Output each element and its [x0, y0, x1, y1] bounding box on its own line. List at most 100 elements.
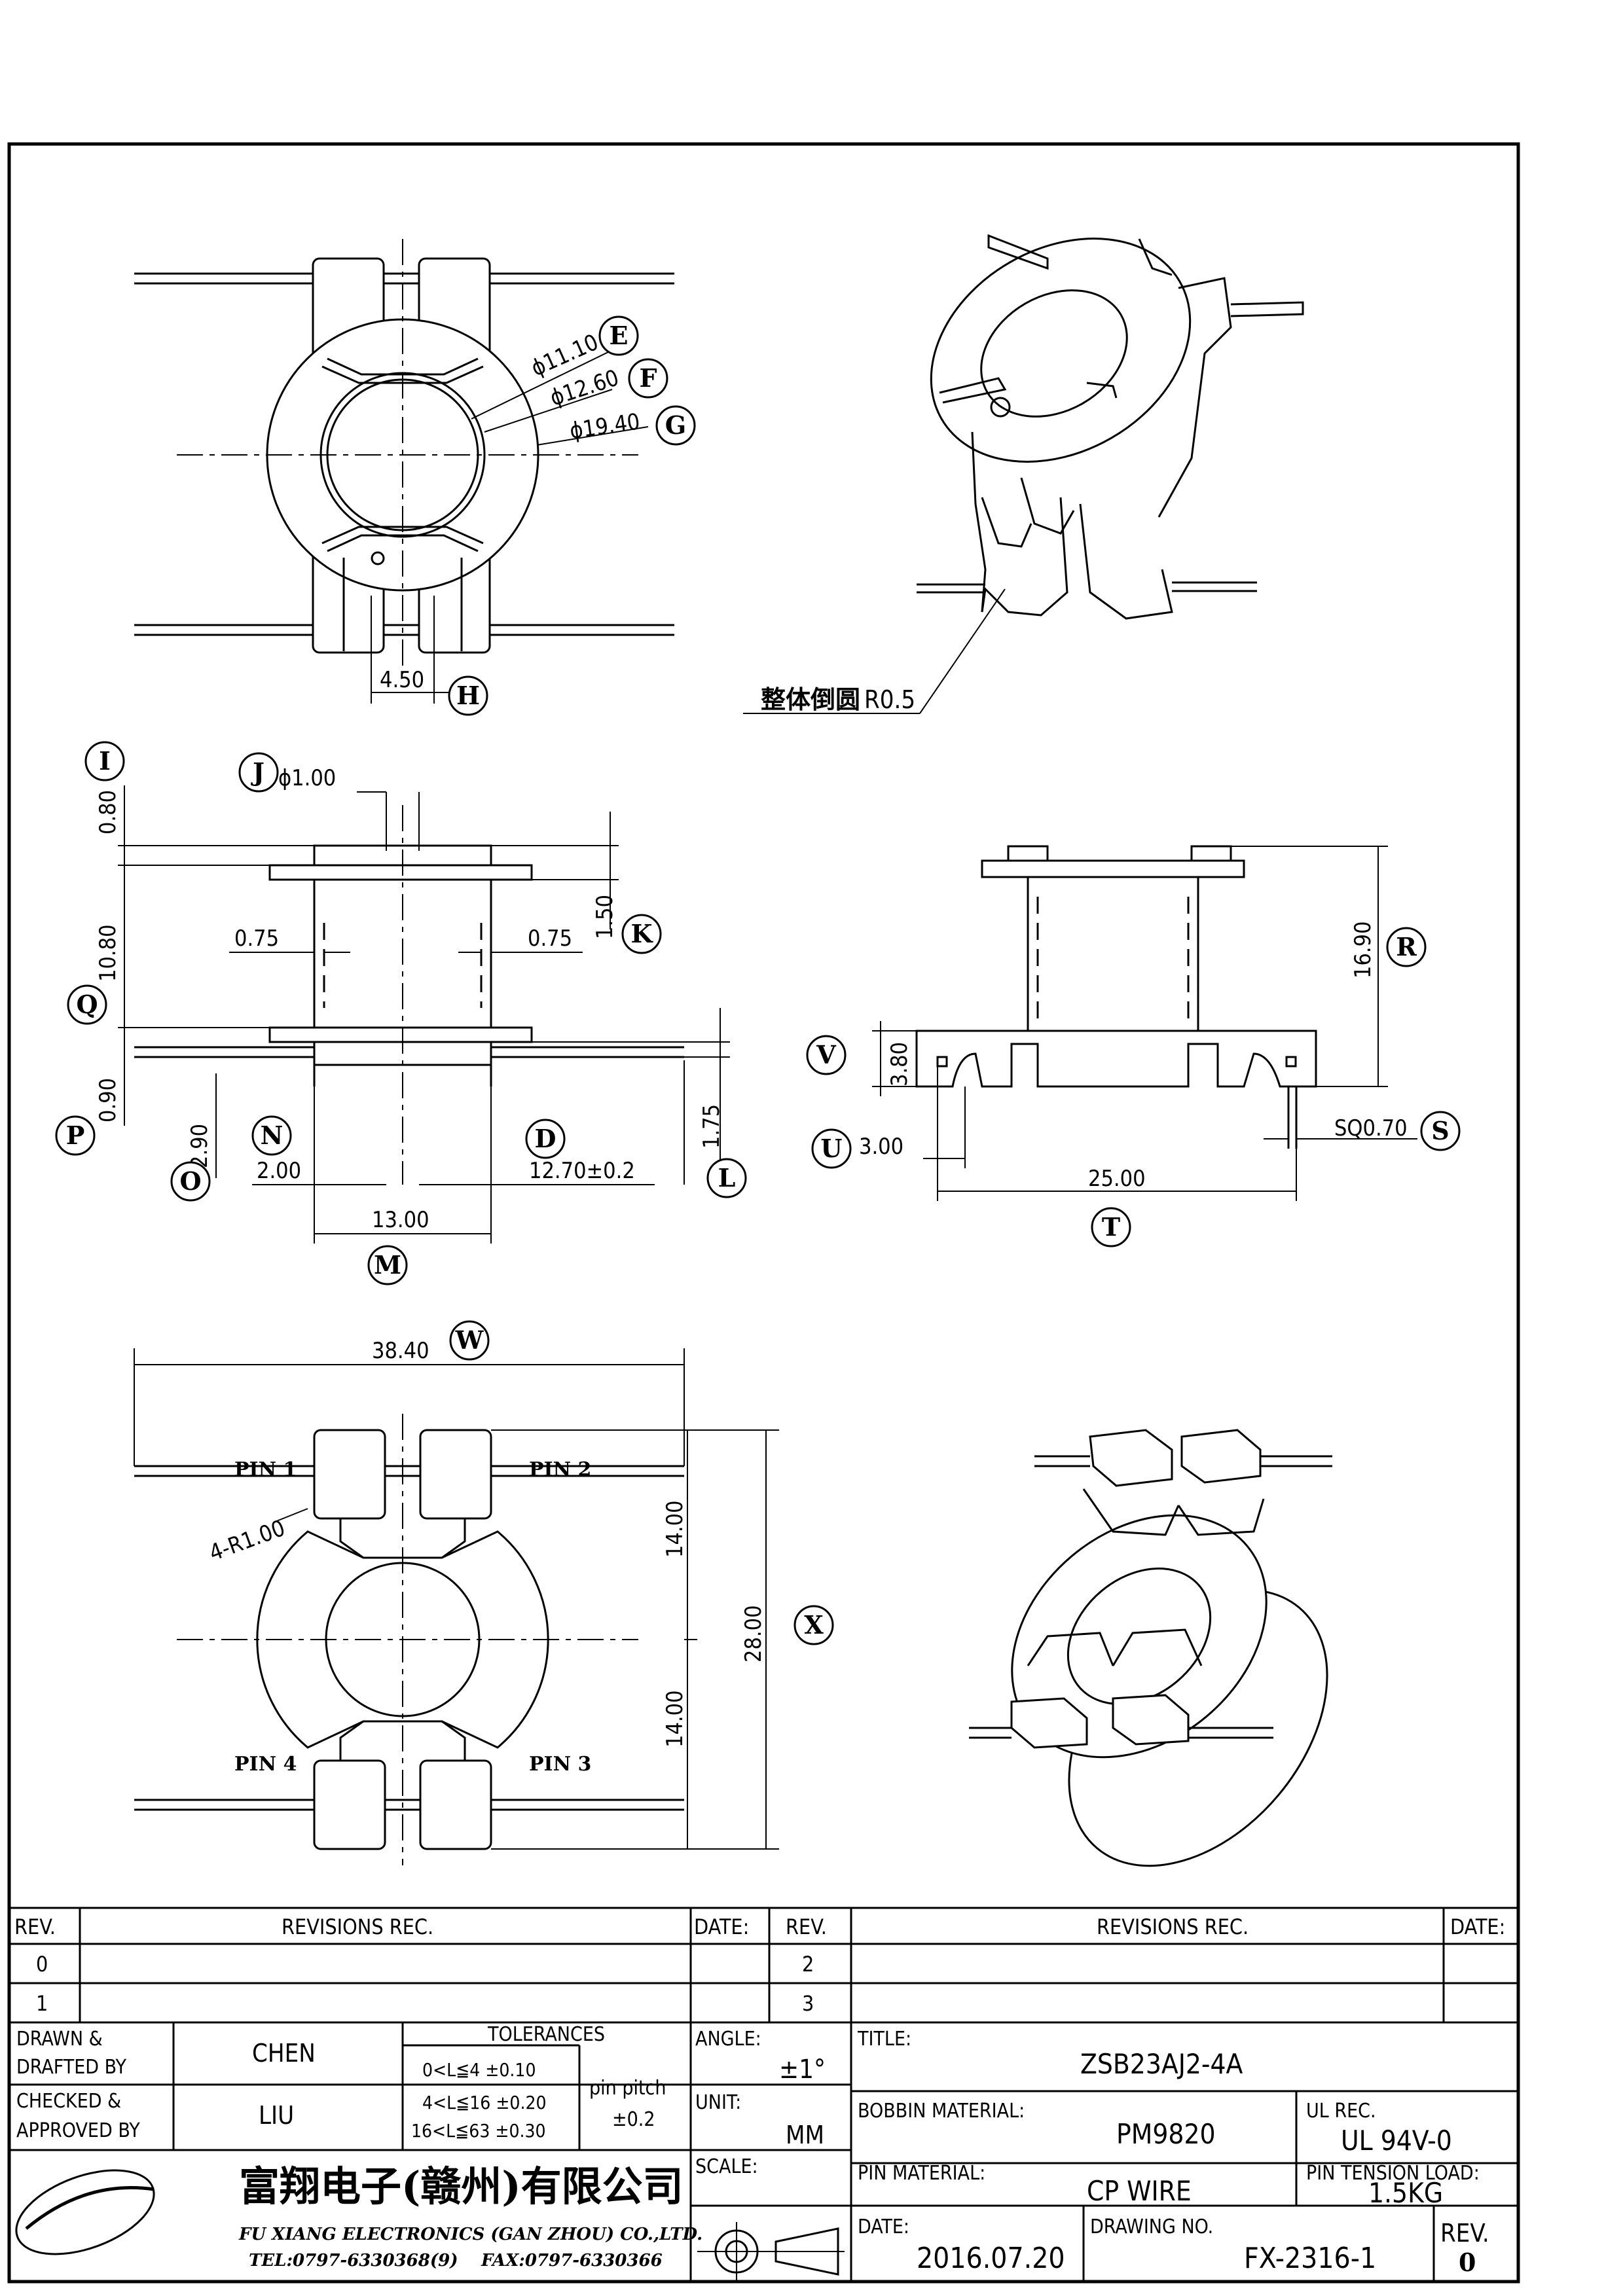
note-radius: R0.5 [864, 685, 915, 714]
top-view [134, 239, 674, 704]
pin-label-1: PIN 1 [234, 1458, 297, 1481]
svg-text:M: M [374, 1250, 401, 1280]
svg-text:E: E [610, 321, 629, 350]
iso-bottom-view [969, 1429, 1332, 1867]
title-label: TITLE: [857, 2028, 911, 2051]
dim-r: 16.90 [1350, 921, 1376, 978]
date-header-right: DATE: [1450, 1914, 1505, 1939]
angle-value: ±1° [779, 2054, 826, 2085]
dim-half-bottom: 14.00 [662, 1690, 688, 1748]
dim-s: SQ0.70 [1334, 1115, 1408, 1141]
drawing-no-label: DRAWING NO. [1090, 2215, 1213, 2238]
svg-text:N: N [261, 1121, 283, 1150]
bobbin-material-value: PM9820 [1116, 2118, 1216, 2150]
rev-header-left: REV. [14, 1914, 56, 1939]
svg-text:P: P [66, 1121, 85, 1150]
unit-label: UNIT: [695, 2091, 741, 2114]
pin-tension-value: 1.5KG [1368, 2177, 1443, 2209]
dim-l: 1.75 [699, 1104, 725, 1149]
sheet-border [7, 142, 1520, 2284]
date-label: DATE: [858, 2215, 909, 2238]
balloon-k: K [621, 914, 662, 954]
pin-label-3: PIN 3 [529, 1753, 591, 1776]
unit-value: MM [786, 2121, 824, 2149]
title-value: ZSB23AJ2-4A [1080, 2048, 1243, 2080]
pin-material-value: CP WIRE [1087, 2175, 1192, 2207]
tolerance-row-2: 4<L≦16 ±0.20 [422, 2092, 547, 2113]
bobbin-material-label: BOBBIN MATERIAL: [858, 2100, 1025, 2123]
dim-p: 0.90 [95, 1078, 121, 1122]
rev-label: REV. [1440, 2219, 1489, 2248]
scale-label: SCALE: [695, 2155, 758, 2178]
balloon-x: X [793, 1605, 834, 1645]
date-value: 2016.07.20 [917, 2242, 1065, 2275]
drawn-label-2: DRAFTED BY [16, 2056, 127, 2079]
balloon-i: I [84, 741, 125, 781]
balloon-v: V [806, 1035, 847, 1075]
front-view [118, 785, 730, 1244]
rev-value: 0 [1459, 2248, 1476, 2277]
balloon-t: T [1091, 1207, 1131, 1247]
revisions-header-right: REVISIONS REC. [1097, 1914, 1249, 1939]
svg-text:W: W [455, 1325, 484, 1355]
dim-w: 38.40 [372, 1338, 429, 1364]
ul-rec-label: UL REC. [1306, 2100, 1376, 2123]
pin-pitch-value: ±0.2 [612, 2108, 655, 2131]
svg-text:J: J [251, 757, 264, 787]
checked-label-1: CHECKED & [16, 2090, 121, 2113]
ul-rec-value: UL 94V-0 [1341, 2125, 1452, 2157]
rev-row-2: 2 [802, 1952, 814, 1977]
balloon-s: S [1420, 1111, 1461, 1151]
revisions-header-left: REVISIONS REC. [282, 1914, 433, 1939]
dim-n: 2.00 [257, 1158, 301, 1184]
pin-tension-label: PIN TENSION LOAD: [1306, 2162, 1480, 2185]
date-header-left: DATE: [694, 1914, 749, 1939]
dim-half-top: 14.00 [662, 1500, 688, 1558]
svg-text:Q: Q [76, 990, 98, 1019]
drawn-name: CHEN [252, 2039, 316, 2068]
dim-u: 3.00 [859, 1134, 903, 1160]
pin-label-2: PIN 2 [529, 1458, 591, 1481]
company-tel: TEL:0797-6330368(9) [249, 2251, 458, 2270]
svg-text:F: F [640, 363, 657, 393]
balloon-j: J [238, 752, 279, 793]
rev-header-right: REV. [786, 1914, 827, 1939]
svg-text:V: V [816, 1040, 837, 1069]
dim-i: 0.80 [95, 790, 121, 834]
balloon-w: W [449, 1320, 490, 1361]
dim-o: 2.90 [187, 1124, 213, 1168]
svg-text:I: I [99, 746, 111, 776]
dim-d: 12.70±0.2 [529, 1158, 635, 1184]
dim-075-left: 0.75 [234, 925, 279, 952]
rev-row-1: 1 [36, 1991, 48, 2016]
pin-material-label: PIN MATERIAL: [858, 2162, 985, 2185]
dim-width-h: 4.50 [380, 667, 424, 693]
drawn-label-1: DRAWN & [16, 2028, 103, 2051]
angle-label: ANGLE: [695, 2028, 761, 2051]
note-cn: 整体倒圆 [761, 685, 860, 714]
side-view [872, 845, 1417, 1201]
dim-k: 1.50 [592, 895, 618, 939]
balloon-n: N [251, 1115, 292, 1156]
balloon-o: O [170, 1161, 211, 1202]
dim-q: 10.80 [95, 924, 121, 982]
company-logo [15, 2169, 155, 2255]
svg-text:U: U [820, 1134, 842, 1163]
dim-phi-g: ϕ19.40 [568, 408, 642, 444]
dim-x: 28.00 [740, 1605, 767, 1662]
dim-v: 3.80 [886, 1042, 913, 1086]
dim-075-right: 0.75 [528, 925, 572, 952]
balloon-f: F [628, 358, 668, 399]
balloon-q: Q [67, 984, 107, 1025]
dim-radius: 4-R1.00 [206, 1515, 288, 1567]
drawing-no-value: FX-2316-1 [1244, 2242, 1376, 2275]
dim-t: 25.00 [1088, 1166, 1146, 1192]
svg-text:X: X [804, 1610, 824, 1640]
svg-text:K: K [630, 919, 653, 948]
title-block-grid [9, 1907, 1518, 2282]
iso-top-view [743, 234, 1304, 714]
svg-text:R: R [1396, 932, 1417, 961]
balloon-h: H [448, 675, 488, 716]
tolerance-row-1: 0<L≦4 ±0.10 [422, 2059, 536, 2081]
svg-text:H: H [456, 681, 480, 710]
